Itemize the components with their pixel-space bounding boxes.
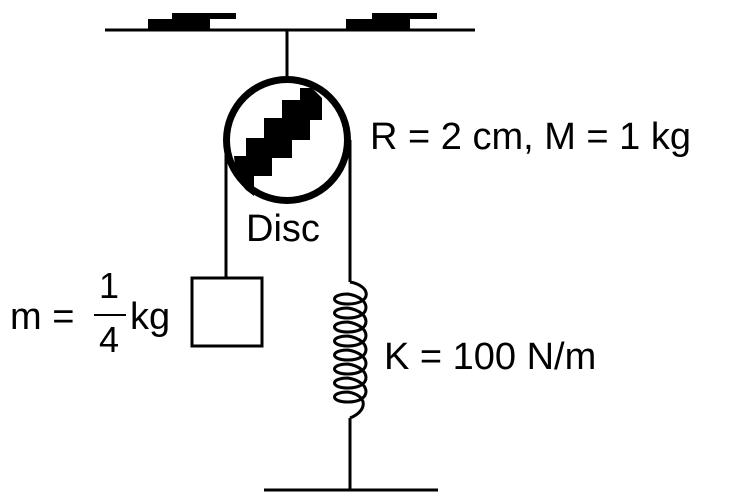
mass-denominator: 4 xyxy=(99,319,120,360)
spring-coil xyxy=(333,280,368,420)
disc-label: Disc xyxy=(246,208,320,250)
pulley-disc xyxy=(223,76,351,204)
disc-parameters-label: R = 2 cm, M = 1 kg xyxy=(370,116,691,158)
fraction-bar xyxy=(94,314,126,316)
mass-prefix: m = xyxy=(10,296,75,338)
mass-unit: kg xyxy=(130,296,171,338)
ceiling-support xyxy=(105,13,475,32)
hanging-block xyxy=(190,276,264,348)
spring-constant-label: K = 100 N/m xyxy=(384,336,597,378)
mass-numerator: 1 xyxy=(99,265,120,306)
